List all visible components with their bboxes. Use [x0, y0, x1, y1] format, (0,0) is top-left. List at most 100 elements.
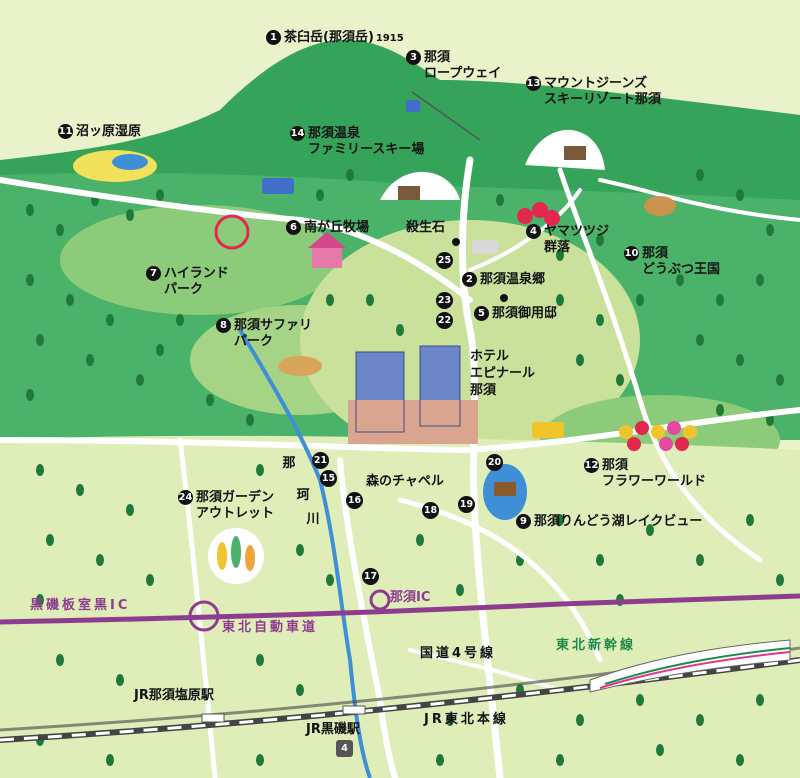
- tree: [256, 754, 264, 766]
- place-number-badge: 12: [584, 458, 599, 473]
- tree: [86, 354, 94, 366]
- ranch-illustration: [308, 232, 346, 268]
- landmark-hotel-epinard[interactable]: ホテル エピナール 那須: [470, 348, 535, 399]
- jr-line-label: JR東北本線: [424, 712, 509, 727]
- tree: [756, 694, 764, 706]
- tree: [116, 674, 124, 686]
- tree: [776, 574, 784, 586]
- tree: [696, 169, 704, 181]
- kuroiso-itamuro-ic-loop: [188, 600, 220, 632]
- place-name-line2: ロープウェイ: [424, 66, 502, 81]
- place-number-badge: 3: [406, 50, 421, 65]
- place-name-line2: どうぶつ王国: [642, 262, 721, 277]
- landmark-sesshoseki[interactable]: 殺生石: [406, 220, 446, 235]
- tree: [756, 274, 764, 286]
- ski-lodge-14: [398, 186, 420, 200]
- tree: [326, 294, 334, 306]
- place-number-badge: 1: [266, 30, 281, 45]
- elevation: 1915: [375, 33, 404, 44]
- place-name: 那須温泉郷: [480, 272, 546, 287]
- tree: [436, 754, 444, 766]
- place-name-line2: フラワーワールド: [602, 474, 707, 489]
- station-nasushiobara[interactable]: JR那須塩原駅: [134, 688, 214, 703]
- tree: [746, 514, 754, 526]
- tree: [96, 554, 104, 566]
- tree: [156, 189, 164, 201]
- ferris-wheel: [214, 214, 250, 250]
- hotel-line2: エピナール: [470, 366, 536, 381]
- meadow-highland: [60, 205, 340, 315]
- nasushiobara-station-mark: [201, 713, 225, 723]
- tree: [66, 294, 74, 306]
- river-char-na: 那: [282, 456, 296, 471]
- hotel-epinard-illustration: [348, 345, 478, 444]
- tree: [736, 354, 744, 366]
- place-name: ヤマツツジ: [544, 224, 610, 239]
- tree: [576, 354, 584, 366]
- tree: [596, 234, 604, 246]
- tree: [696, 554, 704, 566]
- place-name: 茶臼岳(那須岳): [284, 30, 374, 45]
- river-char-gawa: 川: [306, 512, 320, 527]
- place-number-badge: 14: [290, 126, 305, 141]
- place-name: 那須: [602, 458, 629, 473]
- animal-kingdom-illustration: [644, 196, 676, 216]
- shinkansen-label: 東北新幹線: [556, 638, 637, 653]
- tree: [176, 314, 184, 326]
- safari-animals-illustration: [278, 356, 322, 376]
- sesshoseki-dot: [452, 238, 460, 246]
- tree: [36, 334, 44, 346]
- tree: [366, 294, 374, 306]
- shinkansen-train: [589, 639, 791, 693]
- tree: [36, 594, 44, 606]
- tree: [126, 504, 134, 516]
- route-marker: 16: [346, 492, 363, 509]
- place-number-badge: 2: [462, 272, 477, 287]
- bus-north: [262, 178, 294, 194]
- tree: [136, 374, 144, 386]
- route-marker: 15: [320, 470, 337, 487]
- tree: [696, 334, 704, 346]
- trees: [26, 169, 784, 766]
- place-number-badge: 6: [286, 220, 301, 235]
- tree: [396, 324, 404, 336]
- route-marker: 25: [436, 252, 453, 269]
- tree: [76, 484, 84, 496]
- route4-shield: 4: [336, 740, 353, 757]
- place-number-badge: 4: [526, 224, 541, 239]
- place-name: 那須ガーデン: [196, 490, 275, 505]
- kuroiso-station-mark: [342, 705, 366, 715]
- landmark-mori-chapel[interactable]: 森のチャペル: [366, 474, 444, 489]
- tree: [556, 754, 564, 766]
- place-number-badge: 10: [624, 246, 639, 261]
- tree: [326, 574, 334, 586]
- tree: [26, 389, 34, 401]
- place-number-badge: 5: [474, 306, 489, 321]
- tree: [36, 464, 44, 476]
- tree: [206, 394, 214, 406]
- tree: [46, 534, 54, 546]
- ski-lodge-13: [564, 146, 586, 160]
- tree: [496, 194, 504, 206]
- tree: [456, 584, 464, 596]
- tree: [256, 654, 264, 666]
- tree: [296, 684, 304, 696]
- lower-plain: [0, 435, 800, 778]
- station-kuroiso[interactable]: JR黒磯駅: [306, 722, 360, 737]
